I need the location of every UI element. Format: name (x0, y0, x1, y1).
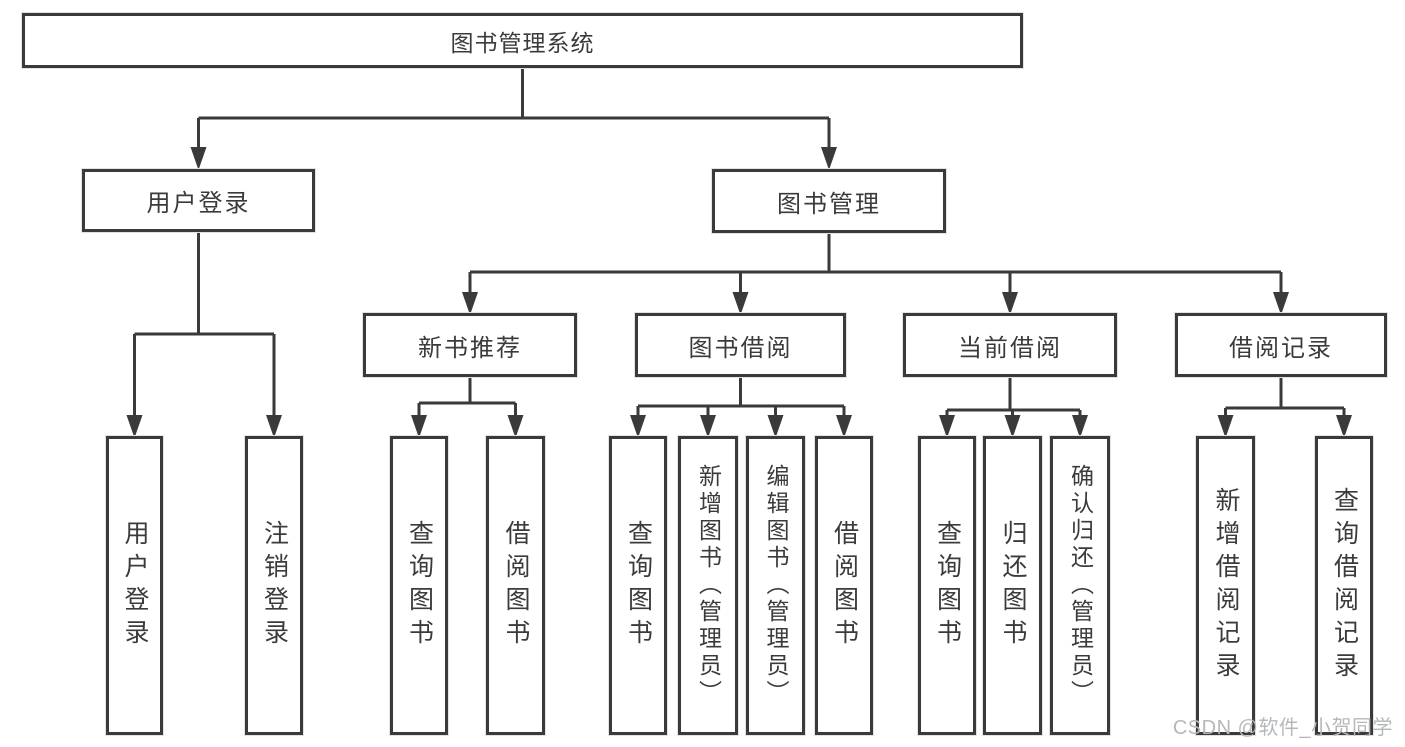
arrow-down-icon (190, 147, 207, 170)
leaf-label: 查询图书 (405, 519, 434, 652)
leaf-query-books-recommend-node: 查询图书 (390, 436, 448, 735)
leaf-logout-node: 注销登录 (245, 436, 303, 735)
connector-borrow-record-to-leaves (1217, 377, 1352, 438)
connector-new-book-recommend-to-leaves (411, 377, 524, 438)
leaf-label: 新增借阅记录 (1212, 486, 1240, 685)
group-new-book-recommend-node: 新书推荐 (363, 313, 577, 377)
arrow-down-icon (1004, 415, 1021, 438)
arrow-down-icon (1002, 292, 1018, 315)
leaf-label: 新增图书（管理员） (695, 464, 722, 707)
connector-root-to-branches (190, 68, 837, 170)
arrow-down-icon (462, 292, 478, 315)
arrow-down-icon (700, 415, 716, 438)
arrow-down-icon (1217, 415, 1234, 438)
arrow-down-icon (630, 415, 646, 438)
group-label: 借阅记录 (1229, 334, 1333, 362)
leaf-label: 编辑图书（管理员） (763, 464, 789, 707)
branch-label: 图书管理 (777, 190, 881, 218)
arrow-down-icon (767, 415, 784, 438)
leaf-label: 借阅图书 (502, 519, 530, 652)
leaf-label: 归还图书 (999, 519, 1027, 652)
leaf-borrow-books-recommend-node: 借阅图书 (486, 436, 545, 735)
arrow-down-icon (266, 415, 282, 438)
branch-user-login-node: 用户登录 (82, 169, 315, 232)
arrow-down-icon (507, 415, 524, 438)
arrow-down-icon (1072, 415, 1088, 438)
root-label: 图书管理系统 (450, 29, 595, 56)
leaf-add-borrow-record-node: 新增借阅记录 (1196, 436, 1255, 735)
root-node: 图书管理系统 (22, 13, 1023, 68)
connector-current-borrow-to-leaves (939, 377, 1088, 438)
leaf-borrow-books-node: 借阅图书 (815, 436, 873, 735)
arrow-down-icon (411, 415, 427, 438)
leaf-label: 用户登录 (121, 519, 149, 652)
leaf-label: 借阅图书 (830, 519, 859, 652)
leaf-user-login-node: 用户登录 (106, 436, 163, 735)
arrow-down-icon (1273, 292, 1289, 315)
csdn-watermark: CSDN @软件_小贺同学 (1172, 717, 1393, 739)
group-label: 图书借阅 (688, 334, 793, 362)
branch-book-management-node: 图书管理 (712, 169, 946, 233)
group-label: 新书推荐 (418, 334, 522, 362)
connector-user-login-to-leaves (126, 232, 282, 438)
group-current-borrow-node: 当前借阅 (903, 313, 1117, 377)
leaf-label: 查询图书 (933, 519, 962, 652)
connector-book-management-to-groups (462, 233, 1289, 315)
arrow-down-icon (1336, 415, 1352, 438)
leaf-edit-books-admin-node: 编辑图书（管理员） (746, 436, 805, 735)
leaf-query-books-current-node: 查询图书 (918, 436, 976, 735)
leaf-confirm-return-admin-node: 确认归还（管理员） (1050, 436, 1110, 735)
group-borrow-record-node: 借阅记录 (1175, 313, 1387, 377)
leaf-query-borrow-record-node: 查询借阅记录 (1315, 436, 1373, 735)
arrow-down-icon (836, 415, 852, 438)
leaf-label: 查询图书 (624, 519, 653, 652)
arrow-down-icon (939, 415, 955, 438)
connector-book-borrow-to-leaves (630, 377, 852, 438)
leaf-return-books-node: 归还图书 (983, 436, 1042, 735)
arrow-down-icon (821, 147, 837, 170)
leaf-add-books-admin-node: 新增图书（管理员） (678, 436, 738, 735)
arrow-down-icon (126, 415, 143, 438)
leaf-label: 查询借阅记录 (1330, 486, 1359, 685)
branch-label: 用户登录 (146, 190, 251, 217)
leaf-query-books-borrow-node: 查询图书 (609, 436, 667, 735)
group-book-borrow-node: 图书借阅 (635, 313, 846, 377)
group-label: 当前借阅 (958, 334, 1062, 362)
arrow-down-icon (732, 292, 749, 315)
leaf-label: 确认归还（管理员） (1067, 464, 1094, 707)
leaf-label: 注销登录 (260, 519, 289, 652)
